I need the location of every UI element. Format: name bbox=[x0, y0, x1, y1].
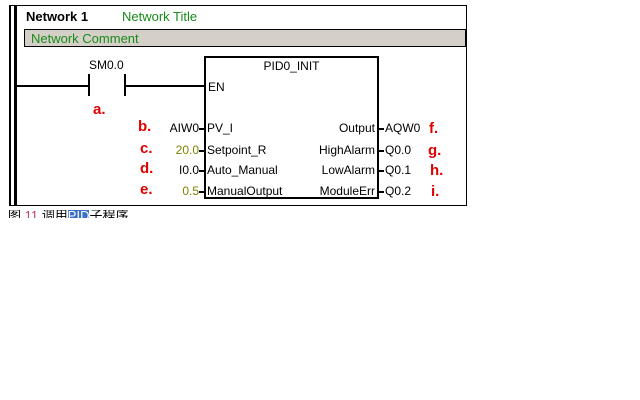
output-pin-wire-2 bbox=[378, 170, 384, 172]
block-name: PID0_INIT bbox=[263, 59, 320, 73]
input-pin-wire-3 bbox=[199, 191, 205, 193]
network-comment: Network Comment bbox=[31, 31, 139, 46]
input-pin-3: ManualOutput bbox=[207, 184, 283, 198]
input-pin-0: PV_I bbox=[207, 121, 234, 135]
network-frame-top bbox=[9, 5, 467, 6]
output-pin-wire-0 bbox=[378, 128, 384, 130]
output-pin-wire-3 bbox=[378, 191, 384, 193]
input-operand-3[interactable]: 0.5 bbox=[182, 184, 199, 198]
output-pin-2: LowAlarm bbox=[321, 163, 375, 177]
input-operand-1[interactable]: 20.0 bbox=[175, 143, 199, 157]
marker-input-3: e. bbox=[140, 181, 153, 198]
network-frame-right bbox=[466, 5, 467, 206]
left-power-rail bbox=[14, 5, 17, 206]
caption-text-1: 调用 bbox=[41, 210, 68, 218]
input-operand-0[interactable]: AIW0 bbox=[169, 121, 199, 135]
network-label[interactable]: Network 1 bbox=[26, 9, 89, 24]
left-power-rail-outer bbox=[9, 5, 11, 206]
function-block-pid0-init[interactable]: PID0_INIT EN bbox=[204, 56, 379, 199]
network-frame-bottom bbox=[9, 205, 467, 206]
output-operand-0[interactable]: AQW0 bbox=[385, 121, 421, 135]
input-pin-wire-0 bbox=[199, 128, 205, 130]
output-operand-3[interactable]: Q0.2 bbox=[385, 184, 412, 198]
input-operand-2[interactable]: I0.0 bbox=[178, 163, 199, 177]
marker-output-3: i. bbox=[431, 183, 440, 200]
rung-wire-right bbox=[125, 85, 205, 87]
marker-a: a. bbox=[93, 101, 106, 118]
network-title[interactable]: Network Title bbox=[122, 9, 198, 24]
caption-highlight[interactable]: PID bbox=[67, 210, 90, 218]
caption-prefix: 图 bbox=[8, 210, 22, 218]
output-pin-0: Output bbox=[338, 121, 375, 135]
input-pin-2: Auto_Manual bbox=[207, 163, 278, 177]
contact-left-plate[interactable] bbox=[88, 74, 90, 96]
figure-caption: 图 11 调用PID子程序 bbox=[8, 210, 128, 218]
rung-wire-left bbox=[17, 85, 89, 87]
input-pin-wire-1 bbox=[199, 150, 205, 152]
output-operand-2[interactable]: Q0.1 bbox=[385, 163, 412, 177]
input-pin-wire-2 bbox=[199, 170, 205, 172]
caption-text-2: 子程序 bbox=[89, 210, 129, 218]
marker-output-2: h. bbox=[430, 162, 444, 179]
input-pin-1: Setpoint_R bbox=[207, 143, 267, 157]
marker-input-1: c. bbox=[140, 140, 153, 157]
contact-address[interactable]: SM0.0 bbox=[89, 58, 124, 72]
network-comment-bar[interactable]: Network Comment bbox=[24, 29, 466, 47]
output-pin-3: ModuleErr bbox=[319, 184, 375, 198]
figure-caption-clipped: 图 11 调用PID子程序 bbox=[0, 210, 200, 218]
caption-number: 11 bbox=[24, 210, 39, 218]
marker-output-1: g. bbox=[428, 142, 442, 159]
output-pin-wire-1 bbox=[378, 150, 384, 152]
marker-output-0: f. bbox=[429, 120, 439, 137]
output-operand-1[interactable]: Q0.0 bbox=[385, 143, 412, 157]
output-pin-1: HighAlarm bbox=[318, 143, 375, 157]
marker-input-0: b. bbox=[138, 118, 152, 135]
marker-input-2: d. bbox=[140, 160, 154, 177]
pin-en: EN bbox=[208, 80, 225, 94]
